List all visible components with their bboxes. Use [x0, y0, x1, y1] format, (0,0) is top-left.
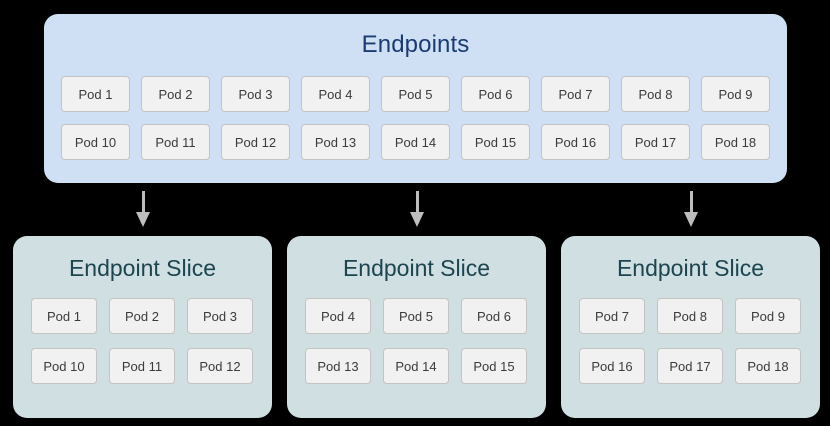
- endpoint-slice-panel-1: Endpoint Slice Pod 1 Pod 2 Pod 3 Pod 10 …: [13, 236, 272, 418]
- pod-chip[interactable]: Pod 1: [31, 298, 97, 334]
- arrow-shaft: [142, 191, 145, 214]
- endpoints-pod-row-2: Pod 10 Pod 11 Pod 12 Pod 13 Pod 14 Pod 1…: [61, 124, 770, 160]
- endpoint-slice-title: Endpoint Slice: [342, 255, 491, 281]
- pod-chip[interactable]: Pod 13: [301, 124, 370, 160]
- endpoints-pod-grid: Pod 1 Pod 2 Pod 3 Pod 4 Pod 5 Pod 6 Pod …: [61, 76, 770, 172]
- pod-chip[interactable]: Pod 18: [701, 124, 770, 160]
- pod-chip[interactable]: Pod 3: [187, 298, 253, 334]
- endpoint-slice-title: Endpoint Slice: [68, 255, 217, 281]
- pod-chip[interactable]: Pod 16: [541, 124, 610, 160]
- pod-chip[interactable]: Pod 8: [621, 76, 690, 112]
- pod-chip[interactable]: Pod 4: [305, 298, 371, 334]
- arrow-head: [136, 212, 150, 227]
- pod-chip[interactable]: Pod 17: [657, 348, 723, 384]
- pod-chip[interactable]: Pod 14: [381, 124, 450, 160]
- arrow-down-icon: [410, 191, 424, 227]
- pod-chip[interactable]: Pod 15: [461, 348, 527, 384]
- pod-chip[interactable]: Pod 5: [381, 76, 450, 112]
- pod-chip[interactable]: Pod 2: [109, 298, 175, 334]
- pod-chip[interactable]: Pod 13: [305, 348, 371, 384]
- endpoint-slice-panel-3: Endpoint Slice Pod 7 Pod 8 Pod 9 Pod 16 …: [561, 236, 820, 418]
- arrow-shaft: [416, 191, 419, 214]
- endpoint-slice-pod-row-2: Pod 13 Pod 14 Pod 15: [305, 348, 528, 384]
- arrow-down-icon: [684, 191, 698, 227]
- pod-chip[interactable]: Pod 2: [141, 76, 210, 112]
- pod-chip[interactable]: Pod 11: [109, 348, 175, 384]
- pod-chip[interactable]: Pod 16: [579, 348, 645, 384]
- endpoint-slice-pod-row-2: Pod 16 Pod 17 Pod 18: [579, 348, 802, 384]
- pod-chip[interactable]: Pod 7: [541, 76, 610, 112]
- pod-chip[interactable]: Pod 15: [461, 124, 530, 160]
- pod-chip[interactable]: Pod 8: [657, 298, 723, 334]
- arrow-shaft: [690, 191, 693, 214]
- endpoint-slice-pod-row-2: Pod 10 Pod 11 Pod 12: [31, 348, 254, 384]
- endpoint-slice-pod-grid: Pod 7 Pod 8 Pod 9 Pod 16 Pod 17 Pod 18: [579, 298, 802, 398]
- endpoint-slice-pod-row-1: Pod 1 Pod 2 Pod 3: [31, 298, 254, 334]
- endpoint-slice-pod-grid: Pod 1 Pod 2 Pod 3 Pod 10 Pod 11 Pod 12: [31, 298, 254, 398]
- pod-chip[interactable]: Pod 4: [301, 76, 370, 112]
- pod-chip[interactable]: Pod 7: [579, 298, 645, 334]
- pod-chip[interactable]: Pod 5: [383, 298, 449, 334]
- endpoint-slice-title: Endpoint Slice: [616, 255, 765, 281]
- endpoint-slice-panel-2: Endpoint Slice Pod 4 Pod 5 Pod 6 Pod 13 …: [287, 236, 546, 418]
- pod-chip[interactable]: Pod 18: [735, 348, 801, 384]
- arrow-head: [684, 212, 698, 227]
- endpoints-pod-row-1: Pod 1 Pod 2 Pod 3 Pod 4 Pod 5 Pod 6 Pod …: [61, 76, 770, 112]
- pod-chip[interactable]: Pod 3: [221, 76, 290, 112]
- endpoints-title: Endpoints: [361, 31, 470, 58]
- pod-chip[interactable]: Pod 6: [461, 76, 530, 112]
- pod-chip[interactable]: Pod 17: [621, 124, 690, 160]
- endpoint-slice-pod-grid: Pod 4 Pod 5 Pod 6 Pod 13 Pod 14 Pod 15: [305, 298, 528, 398]
- pod-chip[interactable]: Pod 10: [31, 348, 97, 384]
- pod-chip[interactable]: Pod 9: [735, 298, 801, 334]
- endpoint-slice-pod-row-1: Pod 4 Pod 5 Pod 6: [305, 298, 528, 334]
- arrow-down-icon: [136, 191, 150, 227]
- pod-chip[interactable]: Pod 9: [701, 76, 770, 112]
- pod-chip[interactable]: Pod 6: [461, 298, 527, 334]
- pod-chip[interactable]: Pod 1: [61, 76, 130, 112]
- pod-chip[interactable]: Pod 10: [61, 124, 130, 160]
- endpoints-panel: Endpoints Pod 1 Pod 2 Pod 3 Pod 4 Pod 5 …: [44, 14, 787, 183]
- pod-chip[interactable]: Pod 11: [141, 124, 210, 160]
- pod-chip[interactable]: Pod 14: [383, 348, 449, 384]
- endpoint-slice-pod-row-1: Pod 7 Pod 8 Pod 9: [579, 298, 802, 334]
- arrow-head: [410, 212, 424, 227]
- pod-chip[interactable]: Pod 12: [187, 348, 253, 384]
- pod-chip[interactable]: Pod 12: [221, 124, 290, 160]
